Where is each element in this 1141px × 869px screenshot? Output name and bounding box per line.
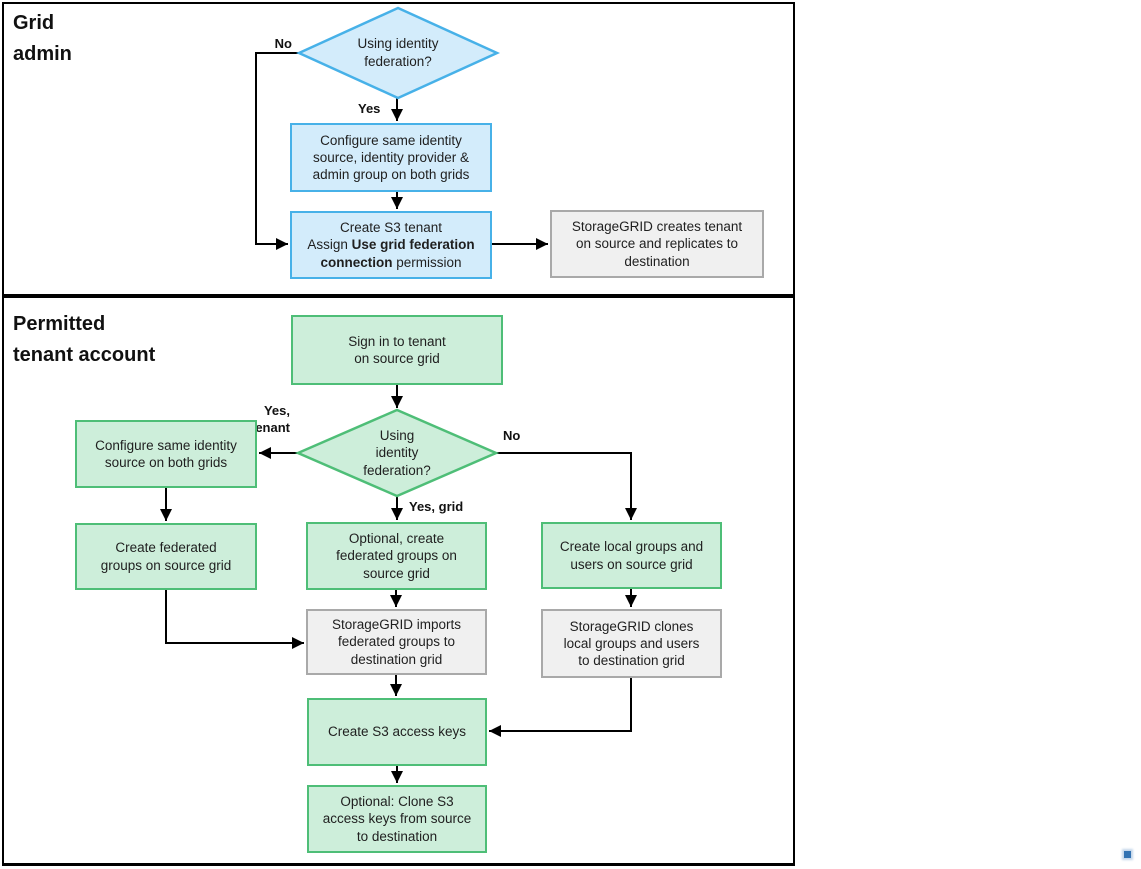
tenant-account-panel xyxy=(2,294,795,866)
branch-label-yes-grid: Yes, grid xyxy=(409,499,464,514)
decision-text-grid-admin: Using identity federation? xyxy=(357,36,439,69)
grid-admin-panel xyxy=(2,2,795,298)
step-configure-identity-provider: Configure same identity source, identity… xyxy=(290,123,492,192)
step-create-s3-access-keys: Create S3 access keys xyxy=(307,698,487,766)
grid-admin-title: Grid admin xyxy=(13,12,72,65)
edge-no-bottom xyxy=(496,452,637,520)
step-configure-same-identity: Configure same identity source on both g… xyxy=(75,420,257,488)
step-create-federated-groups: Create federated groups on source grid xyxy=(75,523,257,590)
branch-label-no-top: No xyxy=(274,36,292,51)
selection-handle-dot xyxy=(1124,851,1131,858)
tenant-account-title: Permitted tenant account xyxy=(13,313,156,366)
step-create-local-groups: Create local groups and users on source … xyxy=(541,522,722,589)
edge-no-top xyxy=(255,52,299,250)
decision-text-tenant: Using identity federation? xyxy=(363,427,431,478)
branch-label-yes-tenant: Yes, tenant xyxy=(251,403,290,435)
step-storagegrid-clones-groups: StorageGRID clones local groups and user… xyxy=(541,609,722,678)
decision-diamond-tenant xyxy=(294,408,500,498)
step-optional-create-federated-groups: Optional, create federated groups on sou… xyxy=(306,522,487,590)
step-storagegrid-imports-groups: StorageGRID imports federated groups to … xyxy=(306,609,487,675)
decision-diamond-grid-admin xyxy=(295,6,501,100)
create-tenant-bold-text: Use grid federation connection xyxy=(320,237,475,270)
edge-clones-to-keys xyxy=(489,678,632,737)
step-optional-clone-s3-keys: Optional: Clone S3 access keys from sour… xyxy=(307,785,487,853)
create-tenant-text: Create S3 tenant Assign xyxy=(307,220,443,253)
branch-label-no-bottom: No xyxy=(503,428,521,443)
branch-label-yes-top: Yes xyxy=(358,101,381,116)
step-storagegrid-creates-tenant: StorageGRID creates tenant on source and… xyxy=(550,210,764,278)
step-sign-in-tenant: Sign in to tenant on source grid xyxy=(291,315,503,385)
edge-federated-to-imports xyxy=(165,590,304,649)
create-tenant-text-post: permission xyxy=(392,254,462,270)
flow-connectors xyxy=(160,6,637,783)
step-create-s3-tenant: Create S3 tenant Assign Use grid federat… xyxy=(290,211,492,279)
